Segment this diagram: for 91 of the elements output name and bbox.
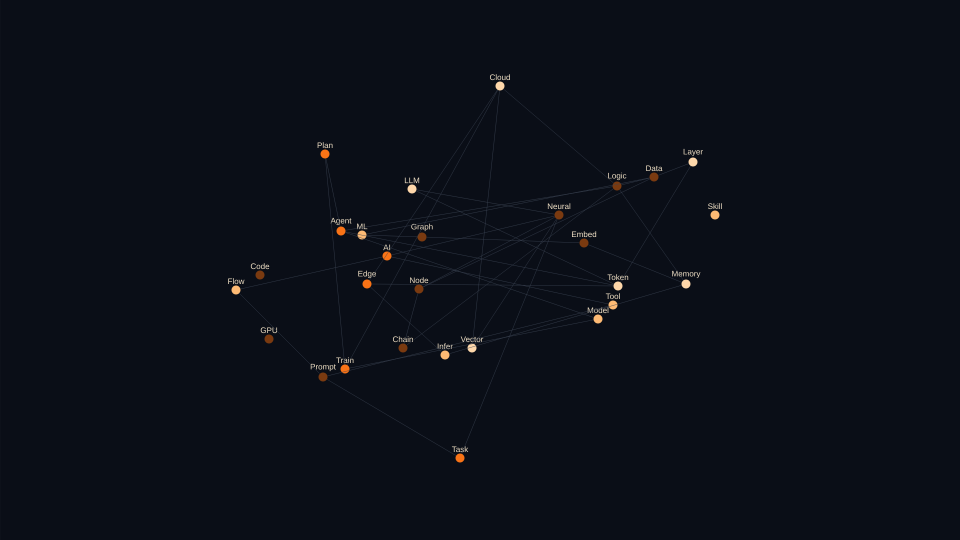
connector-line <box>449 285 682 354</box>
connector-line <box>366 234 418 238</box>
connector-line <box>658 163 689 176</box>
graph-node: LLM <box>404 178 420 194</box>
graph-node: Memory <box>672 270 700 288</box>
node-label: Tool <box>606 293 620 300</box>
graph-node: AI <box>382 244 392 260</box>
connector-line <box>472 90 500 344</box>
graph-node: Vector <box>460 336 484 352</box>
connector-line <box>474 218 557 344</box>
connector-line <box>366 178 650 234</box>
connector-line <box>345 232 594 318</box>
graph-node: GPU <box>260 327 278 344</box>
node-label: Memory <box>672 270 700 278</box>
graph-node: Graph <box>411 224 433 242</box>
node-label: ML <box>357 224 368 230</box>
connector-line <box>325 158 345 364</box>
node-label: Embed <box>572 231 596 238</box>
graph-node: Train <box>336 357 354 374</box>
graph-node: Chain <box>392 336 413 352</box>
node-label: Code <box>250 263 270 270</box>
graph-node: Task <box>452 446 468 462</box>
node-label: Agent <box>330 218 352 226</box>
graph-node: Tool <box>606 293 620 310</box>
graph-node: Skill <box>708 203 722 220</box>
connector-line <box>503 88 614 184</box>
node-label: LLM <box>404 178 420 184</box>
node-label: Graph <box>411 224 433 232</box>
connector-line <box>620 166 691 282</box>
node-label: Skill <box>708 203 722 210</box>
connector-line <box>372 284 614 286</box>
node-label: Token <box>608 274 628 280</box>
graph-node: Edge <box>358 270 376 288</box>
node-label: Train <box>336 357 354 364</box>
graph-node: Model <box>588 307 608 324</box>
graph-node: ML <box>357 224 368 240</box>
connector-line <box>326 158 340 227</box>
node-label: Node <box>410 277 428 284</box>
connector-line <box>423 178 650 288</box>
graph-node: Node <box>410 277 428 294</box>
connector-line <box>416 190 614 284</box>
connector-line <box>426 236 580 244</box>
node-label: Infer <box>438 343 453 350</box>
connector-line <box>391 256 609 304</box>
node-label: Chain <box>392 336 413 342</box>
connector-line <box>621 178 650 186</box>
node-label: AI <box>383 244 390 250</box>
connector-line <box>416 190 555 214</box>
graph-node: Embed <box>572 231 596 248</box>
graph-node: Plan <box>318 142 332 158</box>
node-label: Plan <box>318 142 332 148</box>
graph-node: Infer <box>438 343 453 360</box>
connector-line <box>369 90 498 280</box>
connector-line <box>239 293 320 374</box>
node-label: Cloud <box>490 74 510 80</box>
graph-node: Code <box>250 263 270 280</box>
node-label: Layer <box>684 148 703 156</box>
connector-line <box>370 286 442 352</box>
graph-node: Cloud <box>490 74 510 90</box>
node-label: GPU <box>260 327 278 334</box>
connector-line <box>327 306 609 376</box>
connector-line <box>422 216 556 287</box>
graph-node: Prompt <box>310 364 336 382</box>
connector-line <box>404 293 418 344</box>
graph-node: Layer <box>684 148 703 166</box>
node-label: Data <box>646 166 662 172</box>
connector-line <box>406 188 614 346</box>
graph-node: Logic <box>608 172 626 190</box>
graph-node: Flow <box>228 278 244 294</box>
connector-line <box>347 90 498 366</box>
node-label: Neural <box>548 203 570 210</box>
connector-line <box>349 320 594 368</box>
connector-line <box>240 256 383 290</box>
graph-node: Token <box>608 274 628 290</box>
node-label: Task <box>452 446 468 452</box>
graph-node: Data <box>646 166 662 182</box>
node-label: Model <box>588 307 608 314</box>
connector-line <box>326 379 456 456</box>
graph-node: Agent <box>330 218 352 236</box>
node-label: Prompt <box>310 364 336 372</box>
node-label: Flow <box>228 278 244 284</box>
connector-line <box>620 190 684 280</box>
node-label: Edge <box>358 270 376 278</box>
node-label: Logic <box>608 172 626 180</box>
connector-line <box>345 186 613 230</box>
connector-line <box>588 244 682 282</box>
node-label: Vector <box>460 336 484 342</box>
graph-node: Neural <box>548 203 570 220</box>
connector-line <box>391 216 555 256</box>
connector-line <box>462 219 558 454</box>
connector-line <box>345 232 614 286</box>
